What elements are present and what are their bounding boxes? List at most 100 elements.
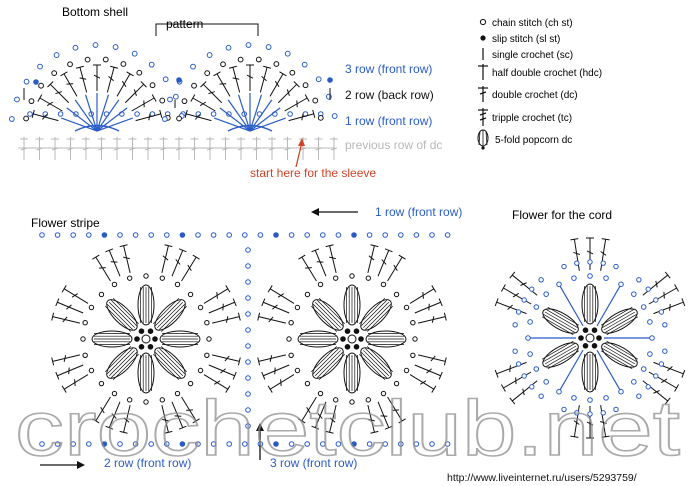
chain-stitch: [167, 96, 173, 103]
stitch-top: [570, 238, 579, 241]
stitch-post: [573, 405, 580, 437]
chain-stitch: [556, 388, 562, 395]
stitch-slash: [232, 77, 240, 80]
chain-stitch: [412, 336, 418, 342]
chain-stitch: [210, 441, 217, 447]
popcorn-line: [159, 303, 185, 330]
stitch: [367, 244, 379, 273]
stitch-top: [51, 357, 55, 366]
stitch: [418, 354, 447, 366]
stitch-post: [161, 405, 169, 433]
popcorn-line: [603, 345, 636, 365]
stitch: [181, 254, 200, 282]
stitch: [92, 254, 111, 282]
stitch: [642, 271, 671, 296]
stitch: [228, 65, 241, 93]
stitch: [257, 354, 286, 366]
chain-stitch: [521, 373, 527, 379]
chain-stitch: [245, 247, 251, 253]
chain-stitch: [245, 295, 251, 301]
stitch-top: [119, 244, 128, 248]
stitch-slash: [280, 379, 282, 386]
stitch-slash: [71, 293, 79, 298]
stitch-post: [259, 67, 268, 93]
stitch-top: [509, 271, 516, 279]
chain-stitch: [332, 275, 339, 281]
stitch-post: [387, 256, 403, 282]
stitch-post: [202, 83, 223, 104]
stitch-post: [186, 113, 212, 122]
stitch-top: [298, 418, 306, 424]
stitch-top: [500, 384, 506, 392]
chain-stitch: [255, 56, 262, 63]
stitch-slash: [277, 293, 285, 298]
stitch-post: [161, 245, 169, 273]
chain-stitch: [429, 232, 435, 238]
stitch-top: [60, 71, 68, 77]
chain-stitch: [515, 361, 522, 367]
stitch-slash: [381, 259, 387, 265]
legend-label-hdc: half double crochet (hdc): [492, 68, 602, 79]
chain-stitch: [574, 410, 580, 416]
popcorn-line: [107, 348, 133, 375]
chain-stitch: [245, 279, 251, 285]
chain-stitch: [289, 69, 296, 76]
chain-stitch: [164, 232, 170, 238]
chain-stitch: [529, 384, 535, 390]
stitch-slash: [329, 417, 336, 423]
popcorn-line: [603, 311, 636, 331]
chain-stitch: [82, 352, 88, 359]
stitch-slash: [426, 368, 432, 374]
stripe-row1-label: 1 row (front row): [375, 205, 462, 219]
stitch-top: [674, 384, 680, 392]
chain-stitch: [159, 97, 166, 104]
stitch-slash: [573, 420, 580, 425]
shell-fan-line: [96, 107, 128, 132]
stitch: [277, 81, 300, 104]
chain-stitch: [28, 98, 35, 105]
stitch: [131, 94, 157, 112]
stitch-top: [267, 385, 273, 393]
chain-stitch: [174, 390, 181, 397]
chain-stitch: [245, 359, 251, 365]
stitch: [653, 298, 686, 315]
stitch-top: [509, 397, 516, 405]
cord-blue-ray: [596, 285, 621, 327]
slip-stitch: [179, 441, 186, 447]
chain-stitch: [382, 441, 389, 447]
stitch-top: [55, 371, 60, 380]
chain-stitch: [640, 304, 647, 310]
stitch: [208, 364, 237, 380]
stitch-post: [301, 396, 317, 422]
row2-arrow-head: [77, 461, 85, 469]
stitch-post: [135, 113, 161, 122]
chain-stitch: [574, 260, 580, 266]
stitch-post: [329, 405, 337, 433]
legend: chain stitch (ch st) slip stitch (sl st)…: [477, 18, 602, 150]
stitch-post: [124, 83, 145, 104]
chain-stitch: [210, 232, 217, 238]
stitch-slash: [573, 251, 580, 255]
popcorn-line: [541, 340, 574, 360]
stitch-slash: [194, 114, 201, 120]
slip-stitch: [273, 441, 279, 447]
stitch-slash: [63, 355, 67, 362]
chain-stitch: [649, 335, 655, 341]
stitch-slash: [224, 355, 230, 362]
chain-stitch: [245, 407, 251, 413]
chain-stitch: [366, 232, 373, 238]
stitch-top: [200, 81, 207, 88]
stitch-post: [49, 83, 70, 104]
stitch-post: [277, 83, 298, 104]
chain-stitch: [317, 390, 324, 397]
chain-stitch: [176, 115, 182, 122]
chain-stitch: [302, 82, 309, 89]
popcorn-icon: [477, 129, 489, 150]
popcorn-stitch: [343, 352, 361, 394]
chain-stitch: [265, 44, 272, 50]
chain-stitch: [587, 273, 593, 279]
stitch-top: [225, 285, 231, 293]
stitch-slash: [216, 292, 218, 299]
chain-stitch: [181, 98, 188, 105]
slip-stitch: [344, 343, 351, 350]
